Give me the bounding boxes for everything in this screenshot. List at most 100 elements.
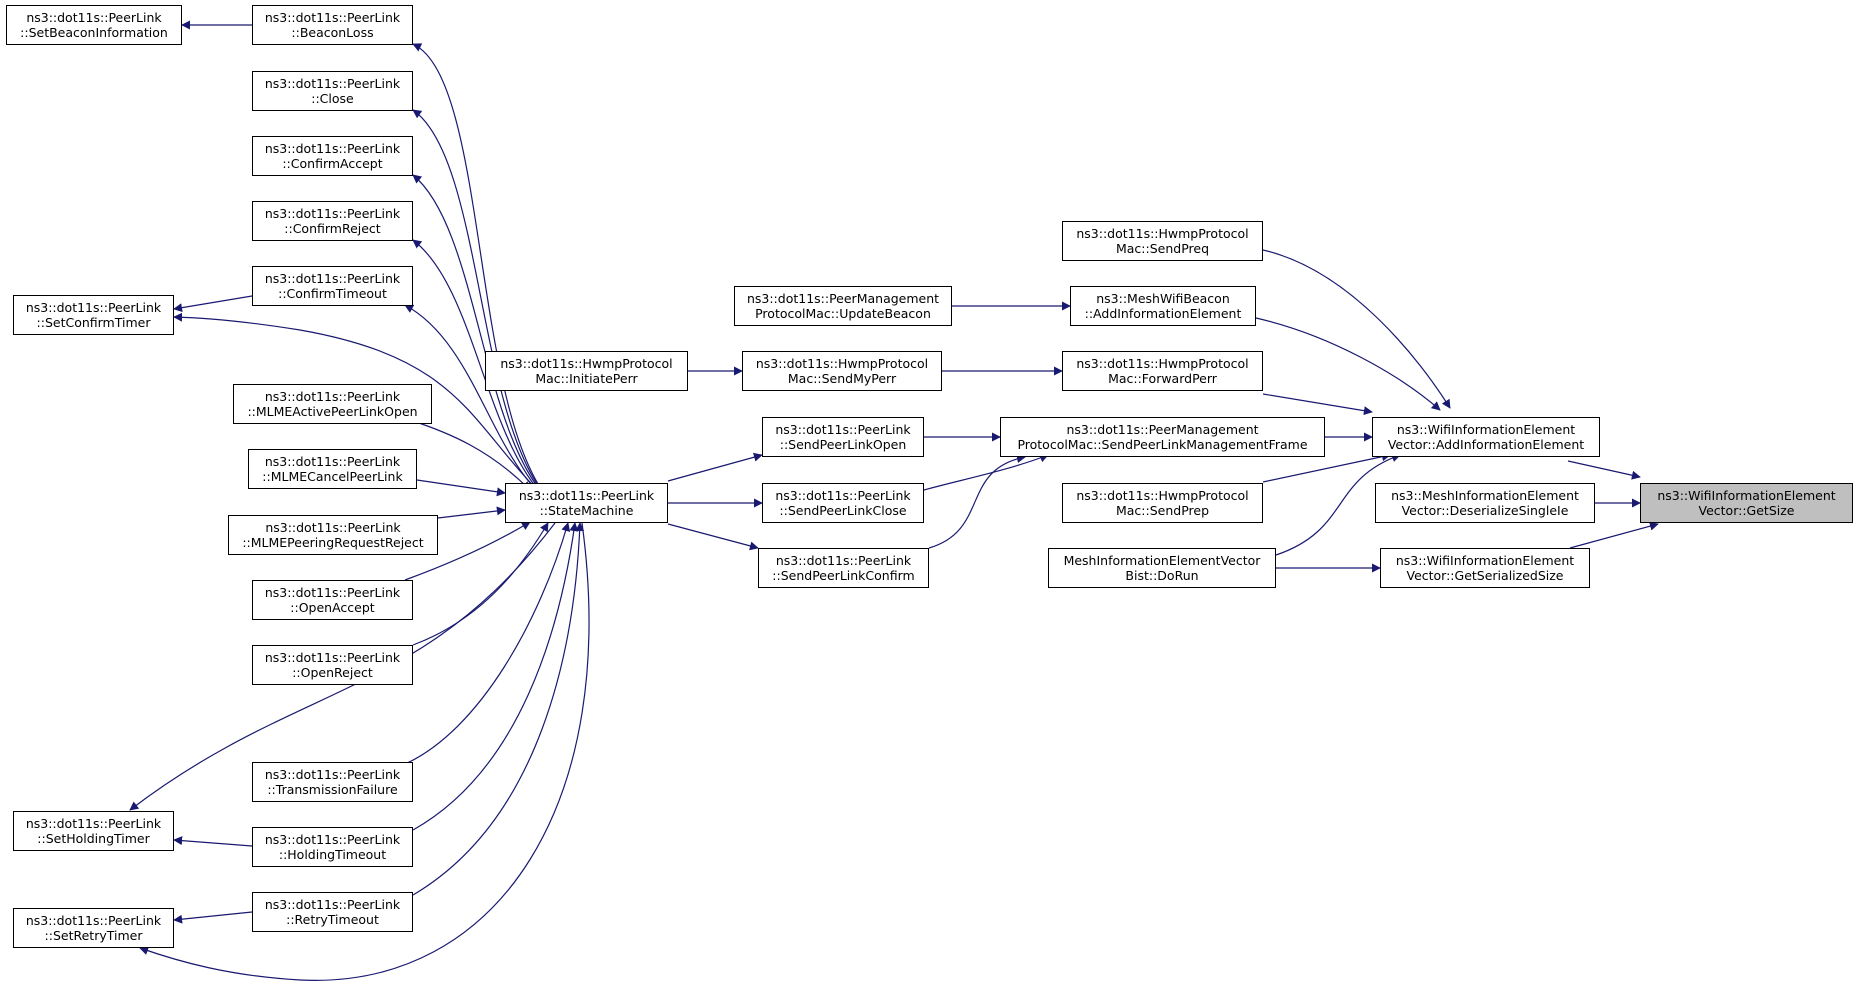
- node-open-accept[interactable]: ns3::dot11s::PeerLink::OpenAccept: [252, 580, 413, 620]
- node-label-line1: ns3::dot11s::PeerLink: [25, 300, 162, 315]
- node-label-line1: ns3::dot11s::PeerLink: [25, 913, 162, 928]
- node-label-line1: ns3::dot11s::PeerLink: [775, 422, 911, 437]
- node-mlme-cancel-peer-link[interactable]: ns3::dot11s::PeerLink::MLMECancelPeerLin…: [248, 449, 417, 489]
- edge-statemachine-to-confirmaccept: [412, 174, 556, 508]
- node-label-line1: ns3::dot11s::PeerLink: [264, 767, 401, 782]
- edge-activepeerlinkopen-to-statemachine: [409, 419, 531, 491]
- node-label-line2: Bist::DoRun: [1125, 568, 1199, 583]
- node-label-line2: Vector::GetSize: [1698, 503, 1795, 518]
- node-label-line1: ns3::dot11s::HwmpProtocol: [1076, 226, 1249, 241]
- node-label-line2: Mac::InitiatePerr: [535, 371, 638, 386]
- node-label-line1: ns3::dot11s::HwmpProtocol: [1076, 488, 1249, 503]
- node-label-line2: Vector::DeserializeSingleIe: [1401, 503, 1569, 518]
- edge-statemachine-to-beaconloss: [412, 43, 556, 508]
- node-label-line1: ns3::dot11s::PeerLink: [264, 271, 401, 286]
- node-set-holding-timer[interactable]: ns3::dot11s::PeerLink::SetHoldingTimer: [13, 811, 174, 851]
- node-set-beacon-information[interactable]: ns3::dot11s::PeerLink::SetBeaconInformat…: [6, 5, 182, 45]
- edge-confirmtimeout-to-setconfirmtimer: [173, 295, 253, 313]
- node-label-line2: ::MLMECancelPeerLink: [262, 469, 403, 484]
- node-label-line1: ns3::dot11s::PeerLink: [26, 10, 162, 25]
- edge-sendprep-to-addinformationelement: [1262, 452, 1391, 483]
- node-label-line2: ::SendPeerLinkClose: [779, 503, 907, 518]
- node-label-line2: Vector::GetSerializedSize: [1406, 568, 1564, 583]
- node-send-peer-link-close[interactable]: ns3::dot11s::PeerLink::SendPeerLinkClose: [762, 483, 924, 523]
- edge-peeringrequestreject-to-statemachine: [437, 506, 506, 519]
- node-transmission-failure[interactable]: ns3::dot11s::PeerLink::TransmissionFailu…: [252, 762, 413, 802]
- node-open-reject[interactable]: ns3::dot11s::PeerLink::OpenReject: [252, 645, 413, 685]
- node-beacon-loss[interactable]: ns3::dot11s::PeerLink::BeaconLoss: [252, 5, 413, 45]
- edge-statemachine-to-sendpeerlinkopen: [667, 452, 763, 482]
- node-label-line2: ::ConfirmTimeout: [278, 286, 387, 301]
- node-retry-timeout[interactable]: ns3::dot11s::PeerLink::RetryTimeout: [252, 892, 413, 932]
- node-label-line2: Mac::SendPrep: [1115, 503, 1210, 518]
- node-label-line1: ns3::dot11s::PeerLink: [264, 389, 401, 404]
- edge-retrytimeout-to-setretrytimer: [173, 911, 253, 924]
- node-confirm-reject[interactable]: ns3::dot11s::PeerLink::ConfirmReject: [252, 201, 413, 241]
- node-label-line1: ns3::dot11s::PeerLink: [264, 10, 401, 25]
- node-label-line2: ::BeaconLoss: [291, 25, 374, 40]
- node-label-line2: ProtocolMac::SendPeerLinkManagementFrame: [1017, 437, 1308, 452]
- node-label-line1: ns3::dot11s::PeerLink: [264, 832, 401, 847]
- node-mlme-active-peer-link-open[interactable]: ns3::dot11s::PeerLink::MLMEActivePeerLin…: [233, 384, 432, 424]
- node-label-line1: MeshInformationElementVector: [1063, 553, 1261, 568]
- node-label-line1: ns3::dot11s::PeerLink: [775, 488, 911, 503]
- node-label-line2: ::SetHoldingTimer: [37, 831, 150, 846]
- node-set-confirm-timer[interactable]: ns3::dot11s::PeerLink::SetConfirmTimer: [13, 295, 174, 335]
- node-holding-timeout[interactable]: ns3::dot11s::PeerLink::HoldingTimeout: [252, 827, 413, 867]
- edge-meshwifibeaconadd-to-addinformationelement: [1255, 317, 1441, 411]
- node-label-line2: ::Close: [311, 91, 354, 106]
- node-label-line2: ProtocolMac::UpdateBeacon: [755, 306, 931, 321]
- edge-openreject-to-statemachine: [412, 522, 549, 646]
- edge-openaccept-to-statemachine: [404, 521, 531, 581]
- edge-holdingtimeout-to-setholdingtimer: [173, 836, 253, 847]
- node-label-line2: ::SetRetryTimer: [44, 928, 143, 943]
- node-label-line1: ns3::dot11s::PeerManagement: [746, 291, 940, 306]
- node-label-line2: ::HoldingTimeout: [278, 847, 387, 862]
- node-confirm-accept[interactable]: ns3::dot11s::PeerLink::ConfirmAccept: [252, 136, 413, 176]
- edge-statemachine-to-sendpeerlinkconfirm: [667, 523, 759, 551]
- node-label-line1: ns3::dot11s::PeerLink: [518, 488, 655, 503]
- node-send-peer-link-open[interactable]: ns3::dot11s::PeerLink::SendPeerLinkOpen: [762, 417, 924, 457]
- node-label-line2: Vector::AddInformationElement: [1387, 437, 1585, 452]
- node-label-line2: ::MLMEPeeringRequestReject: [242, 535, 424, 550]
- edge-transmissionfailure-to-statemachine: [404, 522, 571, 765]
- node-label-line2: ::SetConfirmTimer: [36, 315, 151, 330]
- edge-sendpeerlinkconfirm-to-mgmtframe: [928, 454, 1026, 549]
- node-label-line1: ns3::dot11s::PeerLink: [264, 897, 401, 912]
- node-close[interactable]: ns3::dot11s::PeerLink::Close: [252, 71, 413, 111]
- node-state-machine[interactable]: ns3::dot11s::PeerLink::StateMachine: [505, 483, 668, 523]
- node-label-line2: ::ConfirmReject: [284, 221, 381, 236]
- edge-statemachine-to-setconfirmtimer: [173, 312, 556, 508]
- edge-holdingtimeout-to-statemachine: [412, 522, 579, 831]
- edge-dorun-to-addinformationelement: [1275, 453, 1401, 556]
- node-label-line1: ns3::dot11s::PeerLink: [264, 650, 401, 665]
- node-label-line2: ::MLMEActivePeerLinkOpen: [247, 404, 418, 419]
- edge-forwardperr-to-addinformationelement: [1262, 393, 1373, 416]
- node-label-line2: ::SendPeerLinkOpen: [779, 437, 907, 452]
- node-label-line1: ns3::dot11s::PeerLink: [264, 141, 401, 156]
- node-label-line2: ::AddInformationElement: [1084, 306, 1242, 321]
- node-send-peer-link-confirm[interactable]: ns3::dot11s::PeerLink::SendPeerLinkConfi…: [758, 548, 929, 588]
- node-mlme-peering-request-reject[interactable]: ns3::dot11s::PeerLink::MLMEPeeringReques…: [228, 515, 438, 555]
- node-mesh-wifi-beacon-add[interactable]: ns3::MeshWifiBeacon::AddInformationEleme…: [1070, 286, 1256, 326]
- node-label-line1: ns3::MeshWifiBeacon: [1096, 291, 1230, 306]
- node-label-line1: ns3::dot11s::HwmpProtocol: [500, 356, 673, 371]
- node-confirm-timeout[interactable]: ns3::dot11s::PeerLink::ConfirmTimeout: [252, 266, 413, 306]
- edge-cancelpeerlink-to-statemachine: [416, 479, 506, 497]
- node-label-line2: ::SetBeaconInformation: [20, 25, 168, 40]
- node-set-retry-timer[interactable]: ns3::dot11s::PeerLink::SetRetryTimer: [13, 908, 174, 948]
- node-label-line1: ns3::dot11s::PeerLink: [264, 454, 401, 469]
